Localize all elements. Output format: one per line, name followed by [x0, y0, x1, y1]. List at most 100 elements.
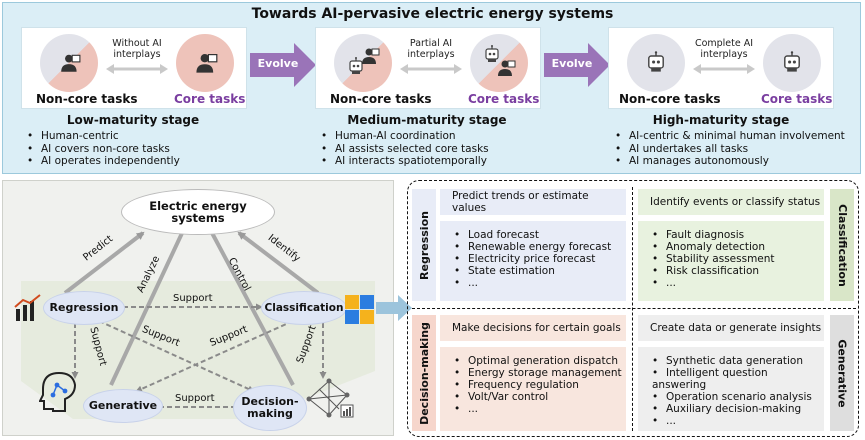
- robot-person-icon: [485, 44, 516, 77]
- robot-person-icon: [349, 48, 380, 75]
- core-tasks-label: Core tasks: [174, 92, 246, 106]
- double-arrow-icon: [693, 64, 755, 74]
- robot-icon: [648, 50, 664, 73]
- list-item: Optimal generation dispatch: [454, 355, 626, 367]
- classification-header: Identify events or classify status: [638, 189, 824, 215]
- list-item: Anomaly detection: [652, 241, 824, 253]
- core-tasks-label: Core tasks: [761, 92, 833, 106]
- network-icon: [306, 378, 354, 418]
- bullet-item: AI covers non-core tasks: [27, 143, 180, 156]
- decision-making-tab-label: Decision-making: [417, 321, 431, 425]
- bullet-item: Human-centric: [27, 130, 180, 143]
- stage-name-medium: Medium-maturity stage: [347, 113, 507, 127]
- stage-name-low: Low-maturity stage: [66, 113, 200, 127]
- list-item: Stability assessment: [652, 253, 824, 265]
- list-item: Frequency regulation: [454, 379, 626, 391]
- list-item: Risk classification: [652, 265, 824, 277]
- list-item: Renewable energy forecast: [454, 241, 626, 253]
- stage-bullets-high: AI-centric & minimal human involvement A…: [615, 130, 845, 168]
- person-icon: [60, 54, 81, 73]
- noncore-tasks-label: Non-core tasks: [36, 92, 138, 106]
- core-tasks-circle: [176, 34, 234, 92]
- bullet-item: AI assists selected core tasks: [321, 143, 489, 156]
- list-item: Load forecast: [454, 229, 626, 241]
- list-item: State estimation: [454, 265, 626, 277]
- regression-header: Predict trends or estimate values: [440, 189, 626, 215]
- list-item: ...: [454, 403, 626, 415]
- task-relations-diagram: Electric energy systems Regression Class…: [2, 180, 394, 436]
- decision-making-list: Optimal generation dispatch Energy stora…: [440, 347, 626, 431]
- classification-node: Classification: [261, 291, 347, 325]
- noncore-tasks-circle: [40, 34, 98, 92]
- bullet-item: AI interacts spatiotemporally: [321, 155, 489, 168]
- list-item: Intelligent question answering: [652, 367, 824, 391]
- stage-name-high: High-maturity stage: [652, 113, 790, 127]
- stage-bullets-low: Human-centric AI covers non-core tasks A…: [27, 130, 180, 168]
- support-arrow-cls-gen: [135, 315, 299, 393]
- person-icon: [195, 53, 218, 74]
- predict-arrow: [63, 231, 145, 295]
- bullet-item: Human-AI coordination: [321, 130, 489, 143]
- list-item: Auxiliary decision-making: [652, 403, 824, 415]
- noncore-tasks-circle: [627, 34, 685, 92]
- regression-list: Load forecast Renewable energy forecast …: [440, 221, 626, 301]
- stage-card-low: Without AI interplays Non-core tasks Cor…: [21, 27, 247, 109]
- bullet-item: AI operates independently: [27, 155, 180, 168]
- double-arrow-icon: [106, 64, 168, 74]
- evolve-label: Evolve: [551, 57, 593, 70]
- list-item: Energy storage management: [454, 367, 626, 379]
- generative-tab-label: Generative: [835, 338, 849, 408]
- bullet-item: AI manages autonomously: [615, 155, 845, 168]
- core-tasks-label: Core tasks: [468, 92, 540, 106]
- panel-title: Towards AI-pervasive electric energy sys…: [251, 6, 614, 22]
- generative-tab: Generative: [830, 315, 854, 431]
- list-item: Operation scenario analysis: [652, 391, 824, 403]
- noncore-tasks-label: Non-core tasks: [330, 92, 432, 106]
- list-item: Electricity price forecast: [454, 253, 626, 265]
- support-label: Support: [173, 293, 213, 304]
- decision-making-node: Decision-making: [233, 385, 307, 431]
- generative-node: Generative: [83, 389, 163, 423]
- evolve-arrow: Evolve: [250, 43, 316, 87]
- evolve-label: Evolve: [257, 57, 299, 70]
- regression-tab: Regression: [412, 189, 436, 301]
- evolve-arrow-icon: [544, 43, 610, 87]
- bullet-item: AI undertakes all tasks: [615, 143, 845, 156]
- identify-arrow: [237, 231, 320, 295]
- list-item: Fault diagnosis: [652, 229, 824, 241]
- noncore-tasks-label: Non-core tasks: [619, 92, 721, 106]
- stage-bullets-medium: Human-AI coordination AI assists selecte…: [321, 130, 489, 168]
- support-label: Support: [175, 393, 215, 404]
- decision-making-header: Make decisions for certain goals: [440, 315, 626, 341]
- interplay-label: Partial AI interplays: [407, 38, 455, 60]
- vertical-divider: [632, 187, 633, 431]
- horizontal-divider: [412, 308, 856, 309]
- core-tasks-circle: [763, 34, 821, 92]
- noncore-tasks-circle: [334, 34, 392, 92]
- generative-header: Create data or generate insights: [638, 315, 824, 341]
- interplay-label: Without AI interplays: [112, 38, 162, 60]
- core-tasks-circle: [470, 34, 528, 92]
- chart-icon: [14, 294, 41, 321]
- stage-card-medium: Partial AI interplays Non-core tasks Cor…: [315, 27, 541, 109]
- stage-card-high: Complete AI interplays Non-core tasks Co…: [608, 27, 834, 109]
- generative-list: Synthetic data generation Intelligent qu…: [638, 347, 824, 431]
- evolve-arrow: Evolve: [544, 43, 610, 87]
- interplay-label: Complete AI interplays: [694, 38, 754, 60]
- cubes-icon: [345, 295, 374, 324]
- ai-head-icon: [39, 371, 77, 412]
- bullet-item: AI-centric & minimal human involvement: [615, 130, 845, 143]
- regression-node: Regression: [43, 291, 125, 325]
- robot-icon: [784, 50, 800, 73]
- list-item: ...: [652, 277, 824, 289]
- list-item: Synthetic data generation: [652, 355, 824, 367]
- list-item: Volt/Var control: [454, 391, 626, 403]
- regression-tab-label: Regression: [417, 210, 431, 280]
- evolve-arrow-icon: [250, 43, 316, 87]
- list-item: ...: [454, 277, 626, 289]
- task-categories-panel: Regression Predict trends or estimate va…: [407, 180, 859, 437]
- decision-making-tab: Decision-making: [412, 315, 436, 431]
- connector-arrow-icon: [376, 295, 412, 321]
- maturity-stages-panel: Towards AI-pervasive electric energy sys…: [2, 2, 861, 174]
- classification-tab: Classification: [830, 189, 854, 301]
